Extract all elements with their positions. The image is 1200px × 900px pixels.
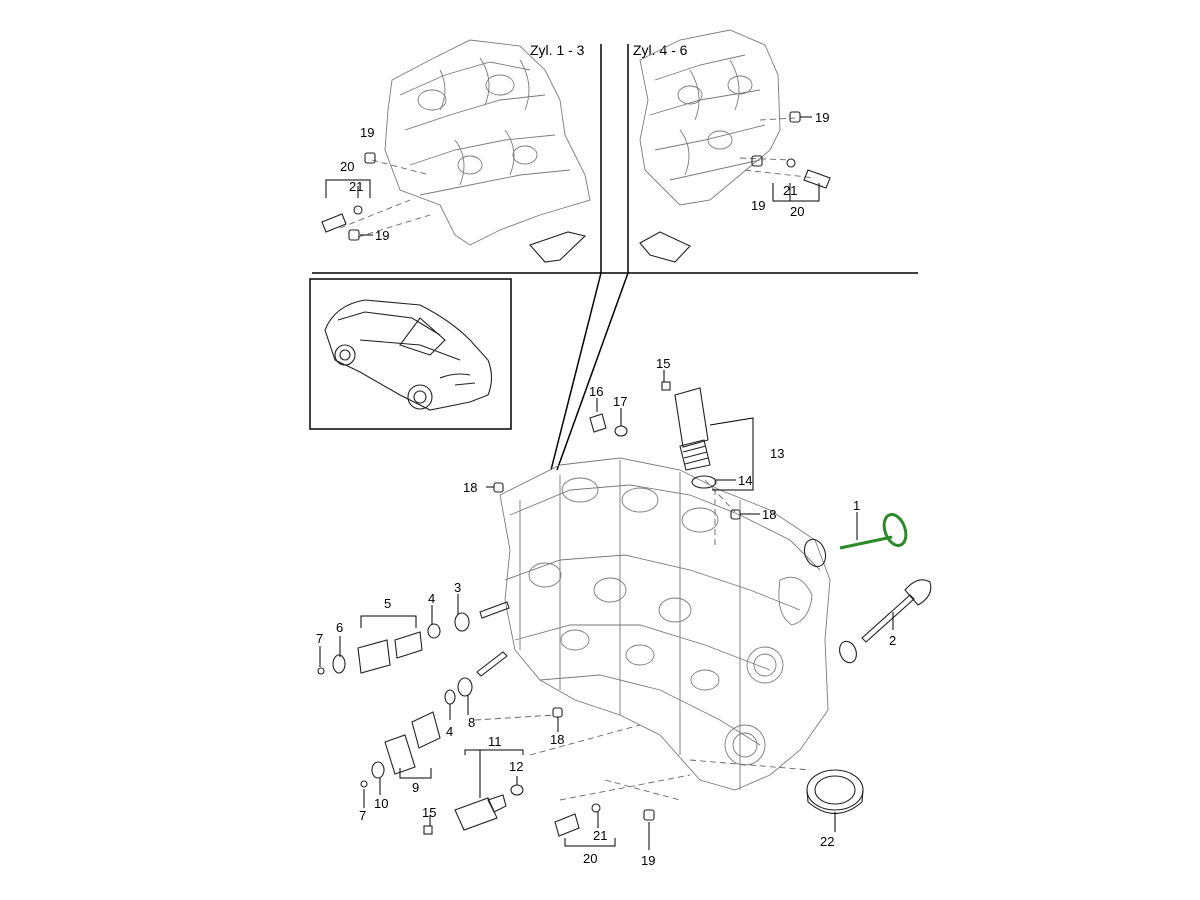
label-5: 5 <box>384 596 391 611</box>
label-15-upper: 15 <box>656 356 670 371</box>
label-19-lower: 19 <box>641 853 655 868</box>
label-9: 9 <box>412 780 419 795</box>
label-20-lower: 20 <box>583 851 597 866</box>
label-1: 1 <box>853 498 860 513</box>
label-17: 17 <box>613 394 627 409</box>
part-22-shaft-seal <box>806 769 864 814</box>
label-3: 3 <box>454 580 461 595</box>
label-15-lower: 15 <box>422 805 436 820</box>
label-14: 14 <box>738 473 752 488</box>
cylinder-head-detail-right <box>639 29 816 206</box>
pointer-line-left <box>550 272 602 471</box>
label-7-lower: 7 <box>359 808 366 823</box>
part-2-exhaust-valve <box>861 579 932 643</box>
label-13: 13 <box>770 446 784 461</box>
vehicle-thumbnail-car <box>324 299 493 411</box>
label-18-left: 18 <box>463 480 477 495</box>
label-21-lower: 21 <box>593 828 607 843</box>
parts-8-10-valve-spring-set-lower <box>360 651 508 788</box>
parts-3-7-valve-spring-set-upper <box>317 601 510 675</box>
detail-right-parts <box>751 111 831 189</box>
cylinder-head-detail-left <box>339 39 591 246</box>
part-16-plug <box>589 413 607 433</box>
label-7-upper: 7 <box>316 631 323 646</box>
label-18-lower: 18 <box>550 732 564 747</box>
pointer-line-right <box>556 272 629 471</box>
part-1-intake-valve <box>839 513 908 550</box>
label-16: 16 <box>589 384 603 399</box>
part-13-solenoid-valve <box>661 381 711 471</box>
label-8: 8 <box>468 715 475 730</box>
part-18-plug-a <box>493 482 504 493</box>
label-6: 6 <box>336 620 343 635</box>
part-14-o-ring <box>691 475 717 489</box>
valve-seat-ring-lower <box>839 640 857 664</box>
label-12: 12 <box>509 759 523 774</box>
detail-left-parts <box>321 152 376 241</box>
header-cylinders-1-3: Zyl. 1 - 3 <box>530 42 585 58</box>
label-22: 22 <box>820 834 834 849</box>
label-20-detail-right: 20 <box>790 204 804 219</box>
cylinder-head-main <box>474 457 831 801</box>
part-12-o-ring <box>510 784 524 796</box>
label-21-detail-left: 21 <box>349 179 363 194</box>
label-10: 10 <box>374 796 388 811</box>
direction-arrow-right <box>639 231 691 263</box>
label-2: 2 <box>889 633 896 648</box>
label-18-right: 18 <box>762 507 776 522</box>
part-18-plug-c <box>552 707 563 718</box>
parts-20-21-lower <box>554 803 655 837</box>
label-19-detail-left-top: 19 <box>360 125 374 140</box>
label-11: 11 <box>488 734 502 749</box>
label-4-lower: 4 <box>446 724 453 739</box>
direction-arrow-left <box>529 231 587 263</box>
part-17-o-ring <box>614 425 628 437</box>
part-11-solenoid-lower <box>423 794 507 835</box>
label-4-upper: 4 <box>428 591 435 606</box>
leader-lines <box>319 370 894 850</box>
label-19-detail-right-top: 19 <box>815 110 829 125</box>
label-19-detail-right-bottom: 19 <box>751 198 765 213</box>
valve-seat-ring-upper <box>803 538 827 568</box>
label-19-detail-left-bottom: 19 <box>375 228 389 243</box>
label-20-detail-left: 20 <box>340 159 354 174</box>
